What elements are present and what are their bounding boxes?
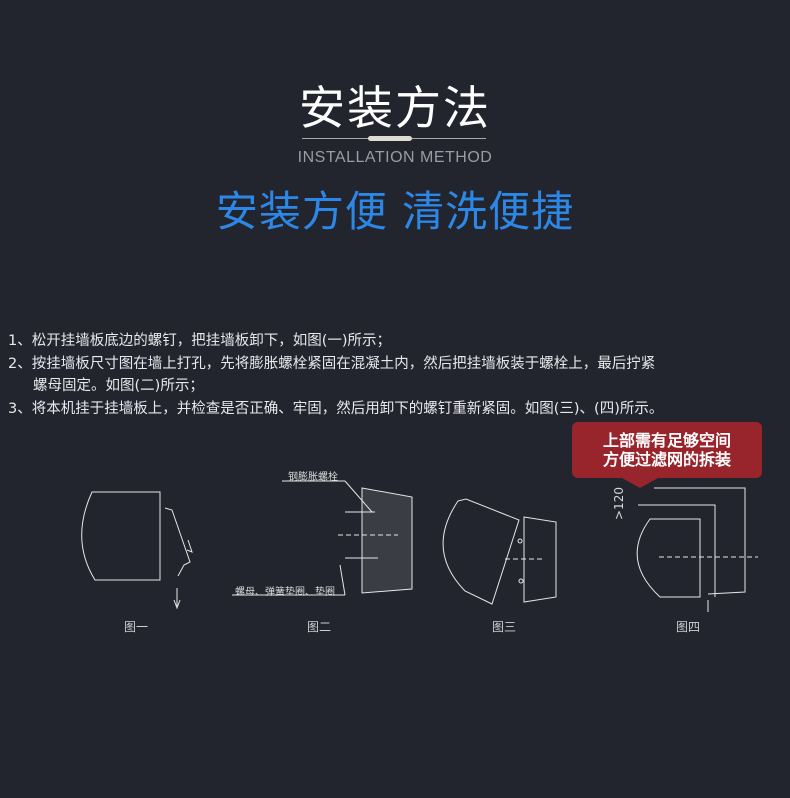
step-3: 3、将本机挂于挂墙板上，并检查是否正确、牢固，然后用卸下的螺钉重新紧固。如图(三… (8, 400, 664, 417)
dimension-label: >120 (612, 487, 626, 520)
figure-1-drawing (81, 491, 193, 610)
figure-2-drawing (232, 480, 413, 596)
callout-line-1: 上部需有足够空间 (602, 431, 731, 450)
page-title: 安装方法 (299, 81, 491, 135)
figure-3-caption: 图三 (492, 620, 517, 634)
figure-4-caption: 图四 (676, 620, 701, 634)
nut-label: 螺母、弹簧垫圈、垫圈 (235, 587, 335, 598)
figure-4-drawing (636, 487, 758, 612)
step-2-cont: 螺母固定。如图(二)所示； (33, 378, 204, 394)
slogan: 安装方便 清洗便捷 (215, 187, 575, 236)
callout-line-2: 方便过滤网的拆装 (602, 450, 731, 469)
title-divider-accent (368, 136, 412, 141)
installation-steps: 1、松开挂墙板底边的螺钉，把挂墙板卸下，如图(一)所示； 2、按挂墙板尺寸图在墙… (8, 330, 788, 420)
space-callout: 上部需有足够空间 方便过滤网的拆装 (572, 422, 762, 488)
figure-2-caption: 图二 (307, 620, 332, 634)
step-1: 1、松开挂墙板底边的螺钉，把挂墙板卸下，如图(一)所示； (8, 333, 392, 349)
figure-1-caption: 图一 (124, 620, 149, 634)
page-subtitle: INSTALLATION METHOD (297, 149, 493, 166)
step-2: 2、按挂墙板尺寸图在墙上打孔，先将膨胀螺栓紧固在混凝土内，然后把挂墙板装于螺栓上… (8, 355, 656, 372)
figure-3-drawing (442, 498, 557, 605)
bolt-label: 钢膨胀螺栓 (288, 472, 338, 483)
